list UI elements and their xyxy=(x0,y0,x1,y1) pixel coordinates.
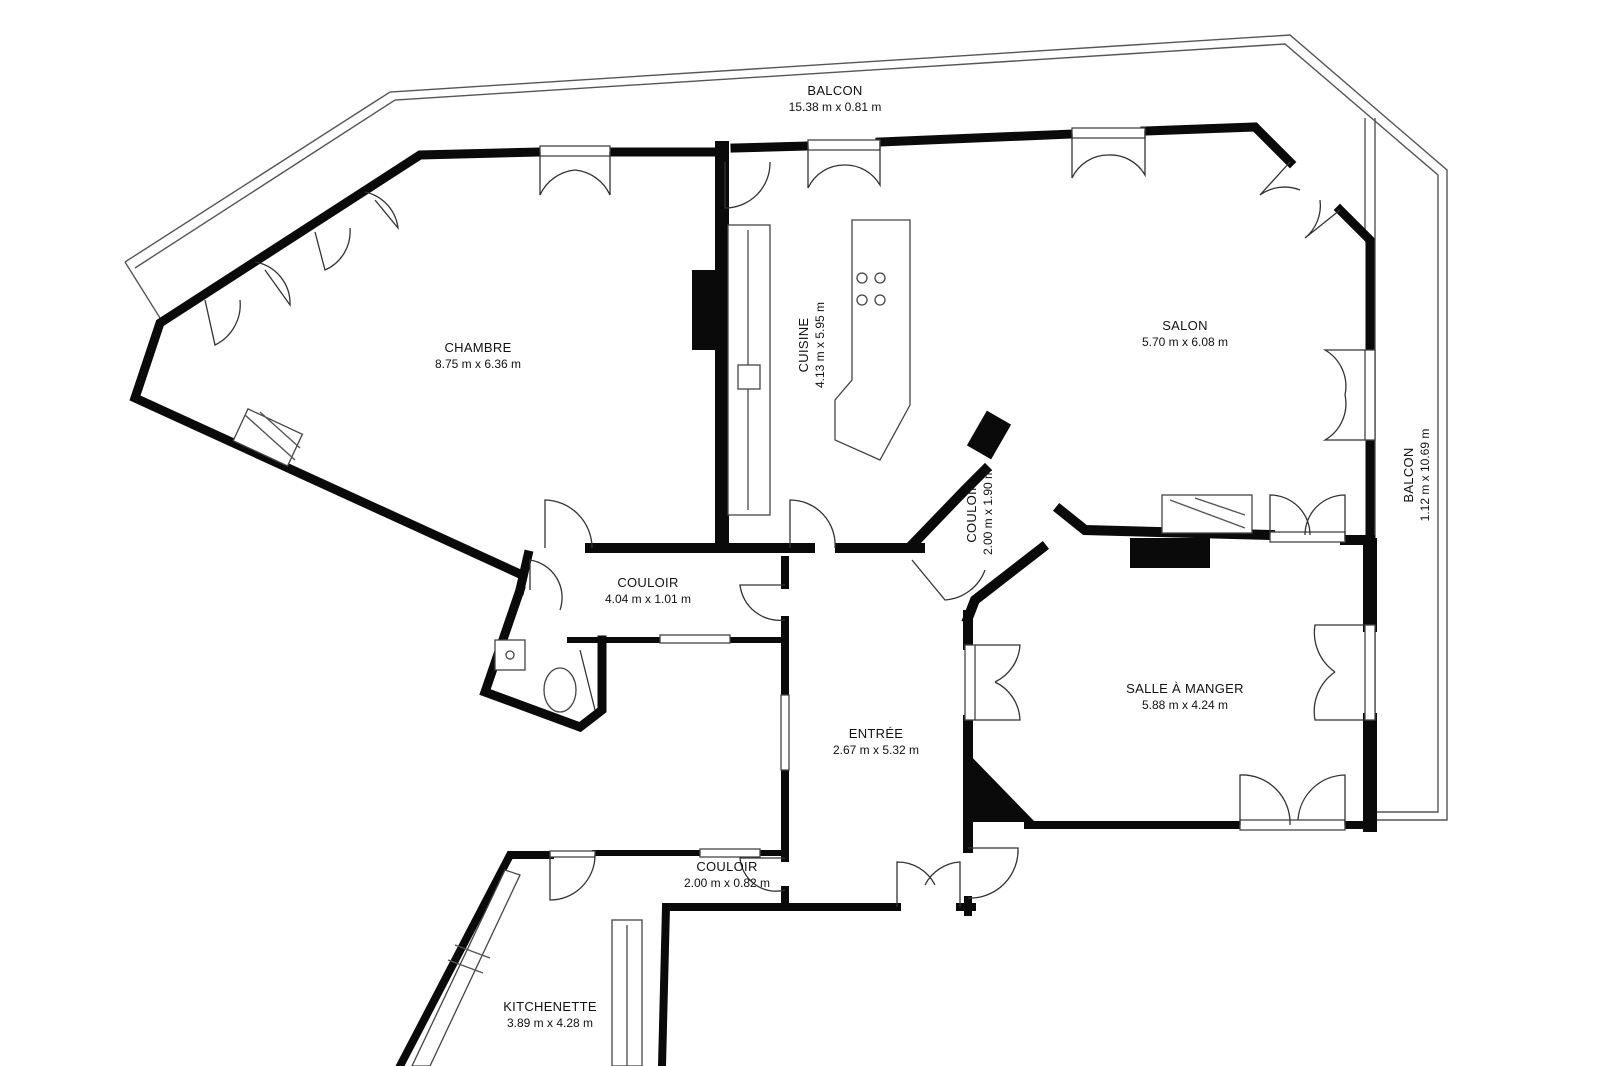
svg-text:SALON: SALON xyxy=(1162,318,1208,333)
svg-text:CHAMBRE: CHAMBRE xyxy=(444,340,511,355)
svg-text:4.13 m x 5.95 m: 4.13 m x 5.95 m xyxy=(813,302,827,388)
room-label-balcon-top: BALCON 15.38 m x 0.81 m xyxy=(789,83,882,114)
doors xyxy=(204,131,1365,907)
room-label-entree: ENTRÉE 2.67 m x 5.32 m xyxy=(833,726,919,757)
room-label-salle-a-manger: SALLE À MANGER 5.88 m x 4.24 m xyxy=(1126,681,1244,712)
svg-text:2.67 m x 5.32 m: 2.67 m x 5.32 m xyxy=(833,743,919,757)
room-label-balcon-right: BALCON 1.12 m x 10.69 m xyxy=(1401,429,1432,522)
svg-text:COULOIR: COULOIR xyxy=(964,481,979,542)
room-label-chambre: CHAMBRE 8.75 m x 6.36 m xyxy=(435,340,521,371)
svg-text:BALCON: BALCON xyxy=(1401,447,1416,502)
windows xyxy=(539,127,1376,858)
room-label-salon: SALON 5.70 m x 6.08 m xyxy=(1142,318,1228,349)
walls xyxy=(129,122,1377,1066)
room-label-couloir-diag: COULOIR 2.00 m x 1.90 m xyxy=(964,469,995,555)
kitchenette-fixtures xyxy=(411,869,643,1066)
svg-text:3.89 m x 4.28 m: 3.89 m x 4.28 m xyxy=(507,1016,593,1030)
svg-text:5.70 m x 6.08 m: 5.70 m x 6.08 m xyxy=(1142,335,1228,349)
svg-text:KITCHENETTE: KITCHENETTE xyxy=(503,999,597,1014)
svg-text:15.38 m x 0.81 m: 15.38 m x 0.81 m xyxy=(789,100,882,114)
room-label-couloir-bottom: COULOIR 2.00 m x 0.82 m xyxy=(684,859,770,890)
svg-text:5.88 m x 4.24 m: 5.88 m x 4.24 m xyxy=(1142,698,1228,712)
room-label-cuisine: CUISINE 4.13 m x 5.95 m xyxy=(796,302,827,388)
svg-text:ENTRÉE: ENTRÉE xyxy=(849,726,904,741)
svg-text:CUISINE: CUISINE xyxy=(796,318,811,373)
svg-text:SALLE À MANGER: SALLE À MANGER xyxy=(1126,681,1244,696)
fireplaces xyxy=(232,408,1253,534)
svg-text:8.75 m x 6.36 m: 8.75 m x 6.36 m xyxy=(435,357,521,371)
wc-fixtures xyxy=(494,639,577,713)
svg-text:1.12 m x 10.69 m: 1.12 m x 10.69 m xyxy=(1418,429,1432,522)
svg-text:BALCON: BALCON xyxy=(807,83,862,98)
room-label-couloir-left: COULOIR 4.04 m x 1.01 m xyxy=(605,575,691,606)
svg-text:4.04 m x 1.01 m: 4.04 m x 1.01 m xyxy=(605,592,691,606)
svg-text:2.00 m x 1.90 m: 2.00 m x 1.90 m xyxy=(981,469,995,555)
room-label-kitchenette: KITCHENETTE 3.89 m x 4.28 m xyxy=(503,999,597,1030)
kitchen-fixtures xyxy=(727,219,911,516)
svg-text:COULOIR: COULOIR xyxy=(696,859,757,874)
svg-text:2.00 m x 0.82 m: 2.00 m x 0.82 m xyxy=(684,876,770,890)
svg-text:COULOIR: COULOIR xyxy=(617,575,678,590)
